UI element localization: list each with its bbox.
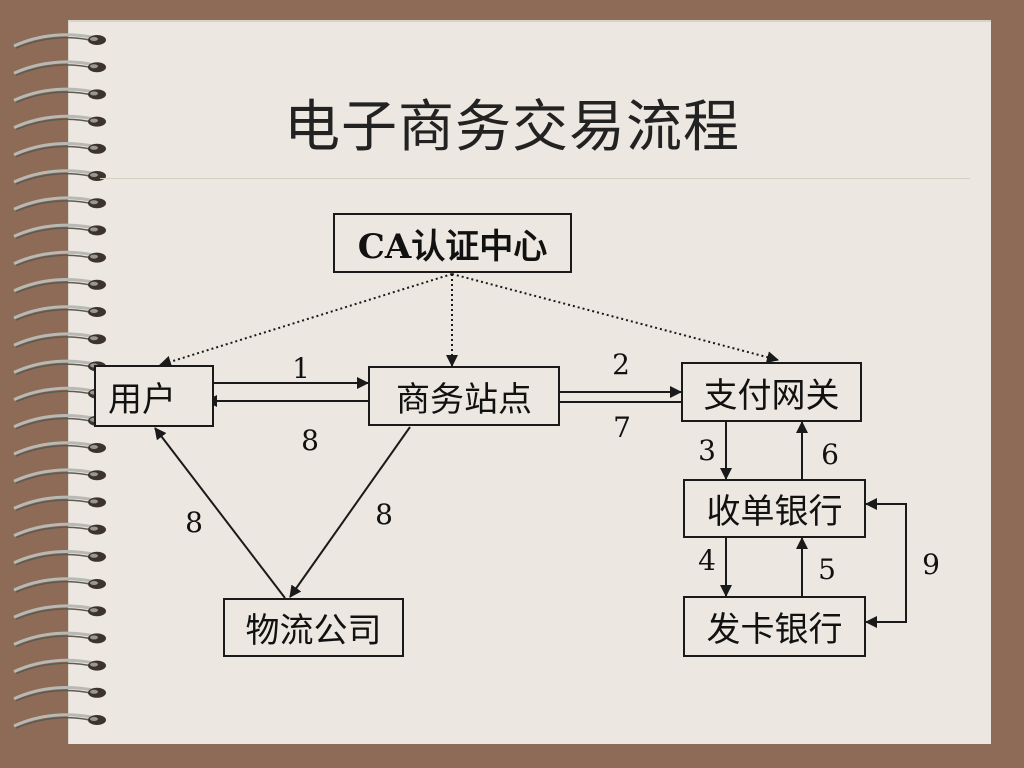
label-gateway-to-acquirer: 3 — [698, 434, 716, 467]
edge-logistics-to-user — [154, 427, 286, 599]
edge-shop-to-logistics — [289, 426, 411, 598]
node-payment-gateway: 支付网关 — [681, 362, 862, 422]
spiral-ring — [13, 250, 106, 267]
spiral-ring — [13, 577, 106, 593]
node-issuing-bank: 发卡银行 — [683, 596, 866, 657]
spiral-ring — [13, 686, 106, 702]
edge-acquirer-issuer-loop — [865, 498, 907, 623]
spiral-ring — [13, 169, 106, 185]
spiral-ring — [13, 658, 106, 675]
spiral-ring — [13, 495, 106, 512]
label-user-to-shop: 1 — [292, 352, 310, 385]
spiral-binding — [13, 33, 106, 729]
spiral-ring — [13, 550, 106, 566]
label-acquirer-to-issuer: 4 — [698, 544, 716, 577]
spiral-ring — [13, 441, 106, 457]
spiral-ring — [13, 278, 106, 294]
node-user: 用户 — [94, 365, 214, 427]
label-gateway-to-shop: 7 — [613, 411, 631, 444]
spiral-ring — [13, 142, 106, 158]
label-acquirer-issuer-loop: 9 — [922, 548, 940, 581]
node-shop: 商务站点 — [368, 366, 560, 426]
edge-ca-to-gateway — [451, 273, 779, 363]
label-shop-to-logistics: 8 — [375, 498, 393, 531]
spiral-ring — [13, 631, 106, 648]
spiral-ring — [13, 522, 106, 539]
spiral-ring — [13, 332, 106, 348]
spiral-ring — [13, 305, 106, 321]
spiral-ring — [13, 713, 106, 729]
spiral-ring — [13, 468, 106, 484]
label-acquirer-to-gateway: 6 — [821, 438, 839, 471]
spiral-ring — [13, 196, 106, 212]
label-issuer-to-acquirer: 5 — [818, 553, 836, 586]
spiral-ring — [13, 33, 106, 49]
spiral-ring — [13, 604, 106, 620]
spiral-ring — [13, 87, 106, 104]
label-shop-to-user: 8 — [301, 424, 319, 457]
edge-ca-to-user — [159, 273, 453, 368]
page-title: 电子商务交易流程 — [284, 95, 740, 160]
spiral-ring — [13, 223, 106, 240]
spiral-ring — [13, 114, 106, 131]
label-logistics-to-user: 8 — [185, 506, 203, 539]
node-logistics-company: 物流公司 — [223, 598, 404, 657]
title-divider — [100, 178, 970, 179]
spiral-ring — [13, 60, 106, 76]
label-shop-to-gateway: 2 — [612, 348, 630, 381]
node-acquiring-bank: 收单银行 — [683, 479, 866, 538]
node-ca-center: CA认证中心 — [333, 213, 572, 273]
